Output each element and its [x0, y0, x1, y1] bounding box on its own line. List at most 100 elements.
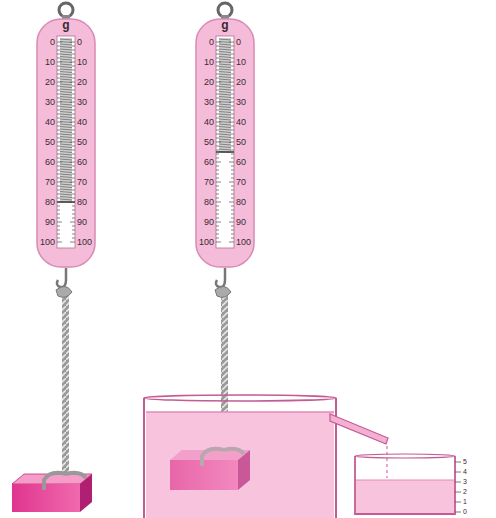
scale-tick [216, 66, 219, 67]
scale-tick [72, 158, 75, 159]
rope-knot [56, 286, 72, 297]
spring-coil [219, 99, 231, 100]
spring-coil [219, 92, 231, 93]
spring-coil [219, 52, 231, 53]
graduation-tick [455, 492, 461, 493]
graduation-tick [455, 502, 461, 503]
scale-tick [231, 110, 234, 111]
scale-tick [216, 206, 219, 207]
scale-tick [70, 122, 75, 123]
spring-coil [219, 57, 231, 58]
graduation-tick [455, 462, 461, 463]
scale-tick [216, 154, 219, 155]
scale-tick [231, 130, 234, 131]
scale-tick [57, 190, 60, 191]
spring-coil [60, 147, 72, 148]
water-drips [386, 446, 388, 478]
scale-tick [216, 150, 219, 151]
scale-number: 50 [204, 136, 214, 148]
spring-coil [219, 49, 231, 50]
scale-tick [216, 62, 221, 63]
spring-coil [219, 64, 231, 65]
graduation-tick [455, 472, 461, 473]
scale-tick [216, 194, 219, 195]
scale-tick [231, 90, 234, 91]
scale-tick [229, 162, 234, 163]
scale-tick [57, 94, 60, 95]
scale-tick [216, 230, 219, 231]
scale-tick [72, 78, 75, 79]
scale-tick [57, 158, 60, 159]
scale-tick [216, 218, 219, 219]
scale-tick [57, 62, 62, 63]
scale-tick [57, 146, 60, 147]
spring-coil [60, 144, 72, 145]
scale-number: 80 [204, 196, 214, 208]
scale-tick [231, 230, 234, 231]
scale-tick [216, 214, 219, 215]
scale-tick [216, 90, 219, 91]
scale-number: 60 [204, 156, 214, 168]
spring-coil [60, 177, 72, 178]
spring-coil [60, 49, 72, 50]
scale-number: 30 [45, 96, 55, 108]
spring-coil [219, 149, 231, 150]
spring-coil [219, 107, 231, 108]
scale-tick [216, 178, 219, 179]
spring-coil [60, 174, 72, 175]
scale-tick [72, 50, 75, 51]
scale-tick [216, 54, 219, 55]
beaker-rim [355, 454, 455, 458]
spring-coil [60, 154, 72, 155]
spring-coil [219, 87, 231, 88]
scale-tick [216, 94, 219, 95]
spring-coil [60, 159, 72, 160]
scale-tick [57, 222, 62, 223]
scale-number: 90 [45, 216, 55, 228]
spring-coil [60, 84, 72, 85]
scale-tick [229, 202, 234, 203]
spring-coil [60, 54, 72, 55]
spring-coil [60, 169, 72, 170]
spring-coil [60, 67, 72, 68]
scale-tick [70, 82, 75, 83]
graduation-number: 2 [463, 488, 467, 496]
spring-coil [60, 74, 72, 75]
spring-coil [60, 149, 72, 150]
scale-tick [72, 210, 75, 211]
scale-tick [231, 126, 234, 127]
scale-tick [57, 154, 60, 155]
spring-coil [219, 59, 231, 60]
spring-coil [60, 179, 72, 180]
spring-coil [60, 104, 72, 105]
scale-number: 100 [40, 236, 55, 248]
spring [219, 38, 231, 152]
scale-tick [216, 70, 219, 71]
spring-coil [219, 44, 231, 45]
spring-coil [219, 129, 231, 130]
graduation-number: 4 [463, 468, 467, 476]
spring-coil [219, 119, 231, 120]
spring-coil [219, 89, 231, 90]
scale-tick [231, 58, 234, 59]
spring-coil [60, 197, 72, 198]
spring-coil [219, 132, 231, 133]
scale-tick [57, 114, 60, 115]
scale-tick [216, 78, 219, 79]
beaker-wall [355, 456, 455, 514]
scale-tick [72, 218, 75, 219]
scale-number: 0 [236, 36, 241, 48]
scale-tick [57, 142, 62, 143]
water-front [146, 412, 334, 518]
spring-coil [60, 77, 72, 78]
scale-casing [37, 19, 95, 267]
spring-coil [219, 134, 231, 135]
scale-number: 50 [236, 136, 246, 148]
scale-tick [229, 82, 234, 83]
scale-tick [57, 110, 60, 111]
spring-coil [219, 72, 231, 73]
spring-coil [219, 137, 231, 138]
scale-tick [57, 86, 60, 87]
scale-tick [231, 238, 234, 239]
spring-coil [60, 119, 72, 120]
